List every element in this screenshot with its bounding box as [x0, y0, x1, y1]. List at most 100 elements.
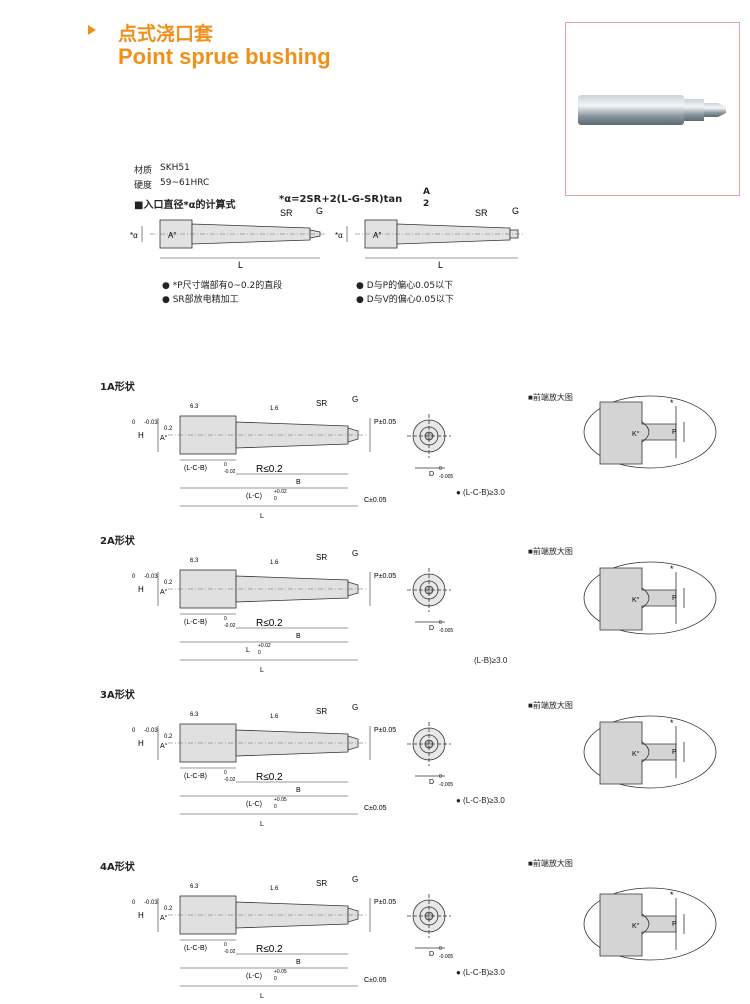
shape-section: 4A形状 H 0 -0.03 A° 0.2 6.3 [0, 858, 750, 1000]
note-3: ● D与P的偏心0.05以下 [356, 281, 454, 291]
sr-label: SR [316, 707, 327, 716]
overview-g-label-2: G [512, 206, 519, 216]
d-tol-top: 0 [439, 466, 442, 472]
d-tol-bot: -0.005 [439, 628, 453, 634]
r-label: R≤0.2 [256, 772, 283, 783]
shape-side-view: H 0 -0.03 A° 0.2 6.3 1.6 SR G P±0.05 R≤0… [132, 703, 396, 828]
formula-frac-den: 2 [423, 199, 430, 209]
p-detail-label: P [672, 429, 677, 436]
star-label: * [670, 718, 674, 728]
sr-label: SR [316, 879, 327, 888]
g-label: G [352, 549, 358, 558]
h-label: H [138, 585, 144, 594]
d-tol-top: 0 [439, 946, 442, 952]
ra63-label: 6.3 [190, 712, 199, 718]
shape-formula: ● (L-C-B)≥3.0 [456, 968, 505, 977]
ra16-label: 1.6 [270, 714, 279, 720]
h-tol-top: 0 [132, 420, 136, 426]
h-tol-bot: -0.03 [144, 574, 158, 580]
formula-frac-num: A [423, 187, 430, 197]
sprue-bushing-image [578, 95, 726, 125]
lcb-tol-top: 0 [224, 462, 227, 468]
d-tol-bot: -0.005 [439, 782, 453, 788]
overview-a-label-1: A° [168, 231, 177, 240]
overview-l-label-2: L [438, 260, 443, 270]
note-4: ● D与V的偏心0.05以下 [356, 295, 454, 305]
d-label: D [429, 779, 434, 786]
h-label: H [138, 431, 144, 440]
shape-side-view: H 0 -0.03 A° 0.2 6.3 1.6 SR G P±0.05 R≤0… [132, 395, 396, 520]
g-label: G [352, 703, 358, 712]
c-label: C±0.05 [364, 805, 387, 812]
detail-heading: ■前端放大图 [528, 547, 573, 556]
ra63-label: 6.3 [190, 404, 199, 410]
detail-heading: ■前端放大图 [528, 393, 573, 402]
shape-title: 2A形状 [100, 536, 135, 547]
v02-label: 0.2 [164, 580, 173, 586]
material-label: 材质 [134, 166, 153, 176]
h-label: H [138, 739, 144, 748]
ra63-label: 6.3 [190, 884, 199, 890]
d-tol-top: 0 [439, 620, 442, 626]
g-label: G [352, 875, 358, 884]
c-label: C±0.05 [364, 497, 387, 504]
overview-drawings: SR G SR G L L A° A° *α *α [130, 206, 525, 270]
note-1: ● *P尺寸端部有0~0.2的直段 [162, 281, 283, 291]
star-label: * [670, 564, 674, 574]
k-label: K° [632, 750, 640, 758]
h-tol-top: 0 [132, 900, 136, 906]
lc-label: (L-C) [246, 973, 262, 980]
l-label: L [260, 513, 264, 520]
l-label: L [260, 821, 264, 828]
shape-side-view: H 0 -0.03 A° 0.2 6.3 1.6 SR G P±0.05 R≤0… [132, 549, 396, 674]
h-tol-bot: -0.03 [144, 728, 158, 734]
d-tol-top: 0 [439, 774, 442, 780]
overview-l-label-1: L [238, 260, 243, 270]
p-label: P±0.05 [374, 419, 396, 426]
lcb-label: (L-C-B) [184, 619, 207, 626]
b-label: B [296, 787, 301, 794]
tip-detail-view: K° P * [583, 715, 717, 789]
d-label: D [429, 471, 434, 478]
material-value: SKH51 [160, 163, 190, 173]
overview-g-label-1: G [316, 206, 323, 216]
b-label: B [296, 633, 301, 640]
hardness-value: 59~61HRC [160, 178, 210, 188]
a-label: A° [160, 588, 168, 596]
p-detail-label: P [672, 749, 677, 756]
ra16-label: 1.6 [270, 560, 279, 566]
p-label: P±0.05 [374, 727, 396, 734]
r-label: R≤0.2 [256, 464, 283, 475]
ra16-label: 1.6 [270, 406, 279, 412]
h-tol-bot: -0.03 [144, 420, 158, 426]
detail-heading: ■前端放大图 [528, 859, 573, 868]
lc-tol-top: +0.05 [274, 969, 287, 975]
overview-sr-label-1: SR [280, 208, 293, 218]
tip-detail-view: K° P * [583, 887, 717, 961]
v02-label: 0.2 [164, 906, 173, 912]
overview-alpha-label-2: *α [335, 231, 343, 240]
lc-label: (L-C) [246, 801, 262, 808]
lcb-label: (L-C-B) [184, 465, 207, 472]
shape-title: 4A形状 [100, 862, 135, 873]
d-label: D [429, 625, 434, 632]
l-label: L [260, 667, 264, 674]
page-title-en: Point sprue bushing [118, 44, 331, 69]
shape-side-view: H 0 -0.03 A° 0.2 6.3 1.6 SR G P±0.05 R≤0… [132, 875, 396, 1000]
shape-title: 3A形状 [100, 690, 135, 701]
h-tol-top: 0 [132, 728, 136, 734]
ra16-label: 1.6 [270, 886, 279, 892]
shape-section: 2A形状 H 0 -0.03 A° 0.2 6.3 [0, 532, 750, 674]
h-tol-bot: -0.03 [144, 900, 158, 906]
shape-formula: ● (L-C-B)≥3.0 [456, 796, 505, 805]
lcb-tol-bot: -0.02 [224, 777, 236, 783]
overview-alpha-label-1: *α [130, 231, 138, 240]
lcb-tol-bot: -0.02 [224, 949, 236, 955]
lc-tol-bot: 0 [274, 976, 277, 982]
lc-tol-top: +0.05 [274, 797, 287, 803]
c-label: C±0.05 [364, 977, 387, 984]
p-detail-label: P [672, 595, 677, 602]
lc-label: L [246, 647, 250, 654]
a-label: A° [160, 434, 168, 442]
shape-end-view: D 0 -0.005 [407, 722, 453, 788]
